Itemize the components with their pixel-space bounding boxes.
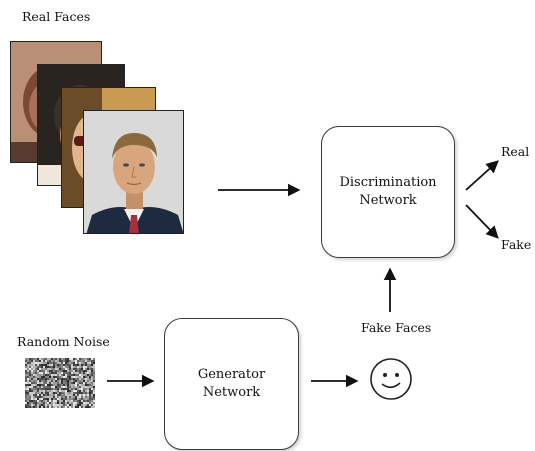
discrimination-network-box: Discrimination Network — [321, 126, 455, 258]
generator-network-line1: Generator — [197, 367, 266, 383]
real-faces-label: Real Faces — [22, 9, 91, 24]
discrimination-network-line1: Discrimination — [339, 175, 437, 191]
generator-network-line2: Network — [202, 385, 261, 400]
noise-pixels — [25, 358, 95, 408]
arrow-discriminator-to-fake — [465, 204, 499, 239]
fake-output-label: Fake — [501, 237, 532, 252]
random-noise-image — [25, 358, 95, 408]
discrimination-network-line2: Network — [359, 193, 417, 208]
smiley-face-icon — [370, 358, 412, 400]
face-photo-4 — [83, 110, 184, 234]
fake-faces-label: Fake Faces — [361, 320, 432, 335]
real-output-label: Real — [501, 144, 530, 159]
generator-network-box: Generator Network — [164, 318, 299, 450]
random-noise-label: Random Noise — [17, 334, 110, 349]
face-photo-4-image — [84, 111, 183, 233]
arrow-discriminator-to-real — [465, 160, 499, 191]
